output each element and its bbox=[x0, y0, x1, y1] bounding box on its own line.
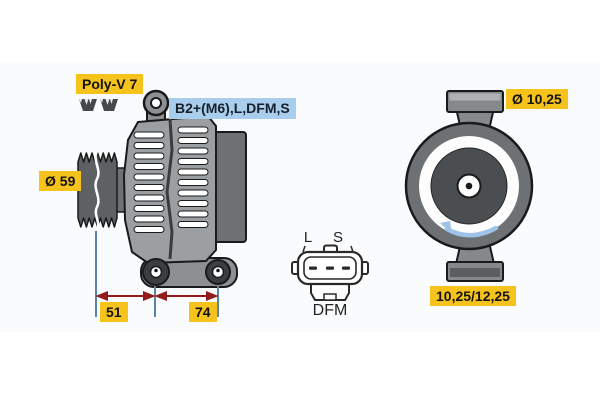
connector-diagram bbox=[291, 244, 369, 301]
rear-housing bbox=[213, 131, 247, 243]
dimension-label-51: 51 bbox=[100, 302, 128, 322]
connector-lower-notch bbox=[323, 293, 337, 301]
pin-leader-ticks bbox=[302, 245, 354, 253]
mounting-hole-diameters-label: 10,25/12,25 bbox=[430, 286, 516, 306]
rotation-arrow-icon bbox=[440, 221, 499, 238]
pin-label-s: S bbox=[332, 229, 343, 246]
pulley-diameter-label: Ø 59 bbox=[39, 171, 82, 191]
vent-slots bbox=[133, 131, 165, 233]
pin-label-l: L bbox=[303, 229, 313, 246]
bottom-mounting-lug bbox=[446, 261, 504, 282]
connector-top-tab bbox=[323, 244, 338, 252]
mounting-lug-hole bbox=[205, 259, 231, 285]
front-hole-diameter-label: Ø 10,25 bbox=[506, 89, 568, 109]
terminal-label: B2+(M6),L,DFM,S bbox=[169, 98, 296, 119]
vent-slots bbox=[177, 126, 209, 228]
alternator-front-view bbox=[404, 90, 534, 282]
dimension-arrow bbox=[95, 291, 219, 301]
belt-type-label: Poly-V 7 bbox=[76, 74, 144, 94]
pin-label-dfm: DFM bbox=[312, 302, 348, 319]
top-mounting-lug bbox=[446, 90, 504, 113]
alternator-side-view bbox=[77, 89, 247, 317]
connector-pins bbox=[309, 266, 350, 270]
pulley-break-line bbox=[94, 150, 100, 231]
shaft-center bbox=[465, 182, 473, 190]
dimension-label-74: 74 bbox=[189, 302, 217, 322]
dimension-lines bbox=[95, 231, 219, 317]
housing-seam bbox=[165, 118, 174, 260]
mounting-lug-hole bbox=[142, 258, 170, 286]
belt-profile-icon bbox=[100, 99, 118, 111]
belt-profile-icon bbox=[79, 99, 97, 111]
